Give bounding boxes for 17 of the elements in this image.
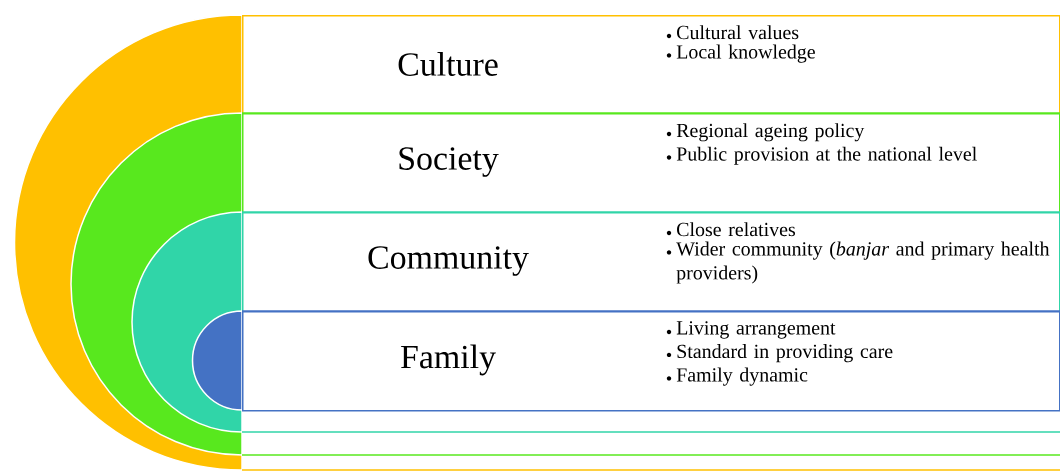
band-box <box>242 15 1060 115</box>
band-title: Community <box>368 246 529 276</box>
band-box <box>242 311 1060 412</box>
band-box <box>242 113 1060 214</box>
bullet-item: Cultural values <box>677 25 799 40</box>
band-title: Family <box>401 344 496 376</box>
band-box <box>242 212 1060 313</box>
bullet-item: Local knowledge <box>676 44 815 63</box>
band-title: Culture <box>398 52 498 76</box>
bullet-item: Standard in providing care <box>677 344 893 363</box>
band-title: Society <box>399 147 499 177</box>
bullet-item: Family dynamic <box>676 367 808 386</box>
bullet-item: Wider community (banjar and primary health providers) <box>676 241 1050 284</box>
bullet-item: Living arrangement <box>676 321 836 339</box>
bullet-item: Regional ageing policy <box>676 123 865 142</box>
bullet-item: Public provision at the national level <box>676 146 977 165</box>
bullet-item: Close relatives <box>677 222 795 237</box>
